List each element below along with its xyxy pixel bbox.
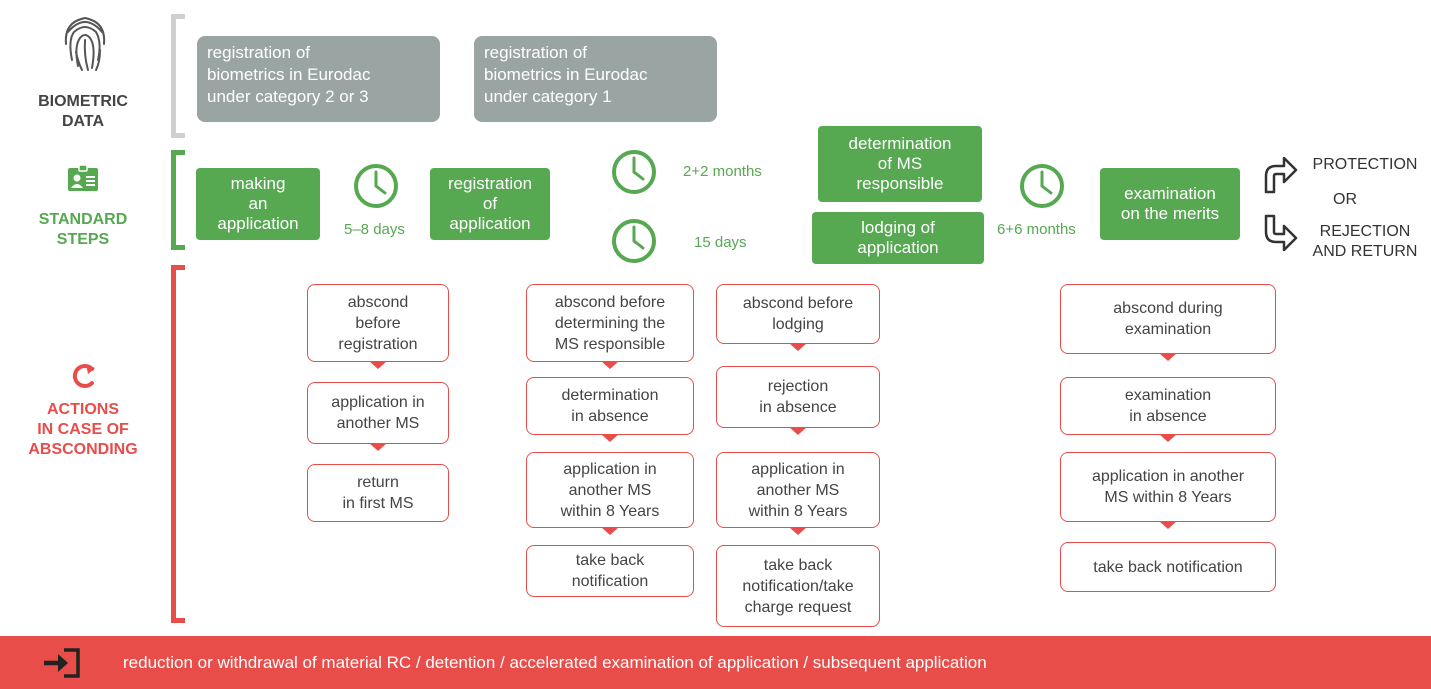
clock-icon xyxy=(1020,164,1064,208)
actions-absconding-label: ACTIONS IN CASE OF ABSCONDING xyxy=(28,401,138,458)
step-registration-application: registration of application xyxy=(430,168,550,240)
take-back-take-charge-request: take back notification/take charge reque… xyxy=(716,545,880,627)
duration-5-8-days: 5–8 days xyxy=(344,221,405,238)
flow-arrow xyxy=(1159,521,1177,529)
outcome-rejection-return: REJECTION AND RETURN xyxy=(1312,223,1418,260)
biometric-box-category-1: registration of biometrics in Eurodac un… xyxy=(474,36,717,122)
application-another-ms: application in another MS xyxy=(307,382,449,451)
clock-icon xyxy=(612,219,656,263)
duration-15-days: 15 days xyxy=(694,234,747,251)
banner-text: reduction or withdrawal of material RC /… xyxy=(123,653,987,672)
flow-arrow xyxy=(601,527,619,535)
flow-arrow xyxy=(789,343,807,351)
outcome-or: OR xyxy=(1333,191,1357,208)
step-lodging-application: lodging of application xyxy=(812,212,984,264)
biometric-bracket xyxy=(171,14,185,138)
take-back-notification: take back notification xyxy=(526,545,694,597)
flow-arrow xyxy=(601,361,619,369)
arrow-up-right-icon xyxy=(1264,156,1298,194)
abscond-before-determining: abscond before determining the MS respon… xyxy=(526,284,694,369)
application-another-ms-8-years: application in another MS within 8 Years xyxy=(1060,452,1276,529)
consequences-banner xyxy=(0,636,1431,689)
determination-in-absence: determination in absence xyxy=(526,377,694,442)
examination-in-absence: examination in absence xyxy=(1060,377,1276,442)
application-another-ms-8-years: application in another MS within 8 Years xyxy=(716,452,880,535)
standard-bracket xyxy=(171,150,185,250)
clock-icon xyxy=(612,150,656,194)
flow-arrow xyxy=(369,443,387,451)
flow-arrow xyxy=(1159,353,1177,361)
step-determination-ms: determination of MS responsible xyxy=(818,126,982,202)
biometric-data-label: BIOMETRIC DATA xyxy=(38,93,128,130)
id-card-icon xyxy=(68,165,98,191)
refresh-icon xyxy=(72,364,95,388)
step-examination-merits: examination on the merits xyxy=(1100,168,1240,240)
actions-bracket xyxy=(171,265,185,623)
step-making-application: making an application xyxy=(196,168,320,240)
flow-arrow xyxy=(369,361,387,369)
flow-arrow xyxy=(789,427,807,435)
abscond-before-registration: abscond before registration xyxy=(307,284,449,369)
flow-arrow xyxy=(789,527,807,535)
duration-6-6-months: 6+6 months xyxy=(997,221,1076,238)
return-first-ms: return in first MS xyxy=(307,464,449,522)
biometric-box-category-2-3: registration of biometrics in Eurodac un… xyxy=(197,36,440,122)
login-arrow-icon xyxy=(44,648,80,678)
standard-steps-label: STANDARD STEPS xyxy=(38,211,128,248)
arrow-down-right-icon xyxy=(1264,214,1298,252)
abscond-during-examination: abscond during examination xyxy=(1060,284,1276,361)
take-back-notification: take back notification xyxy=(1060,542,1276,592)
abscond-before-lodging: abscond before lodging xyxy=(716,284,880,351)
rejection-in-absence: rejection in absence xyxy=(716,366,880,435)
flow-arrow xyxy=(601,434,619,442)
clock-icon xyxy=(354,164,398,208)
application-another-ms-8-years: application in another MS within 8 Years xyxy=(526,452,694,535)
outcome-protection: PROTECTION xyxy=(1312,156,1418,173)
flow-arrow xyxy=(1159,434,1177,442)
duration-2-2-months: 2+2 months xyxy=(683,163,762,180)
fingerprint-icon xyxy=(64,16,106,71)
